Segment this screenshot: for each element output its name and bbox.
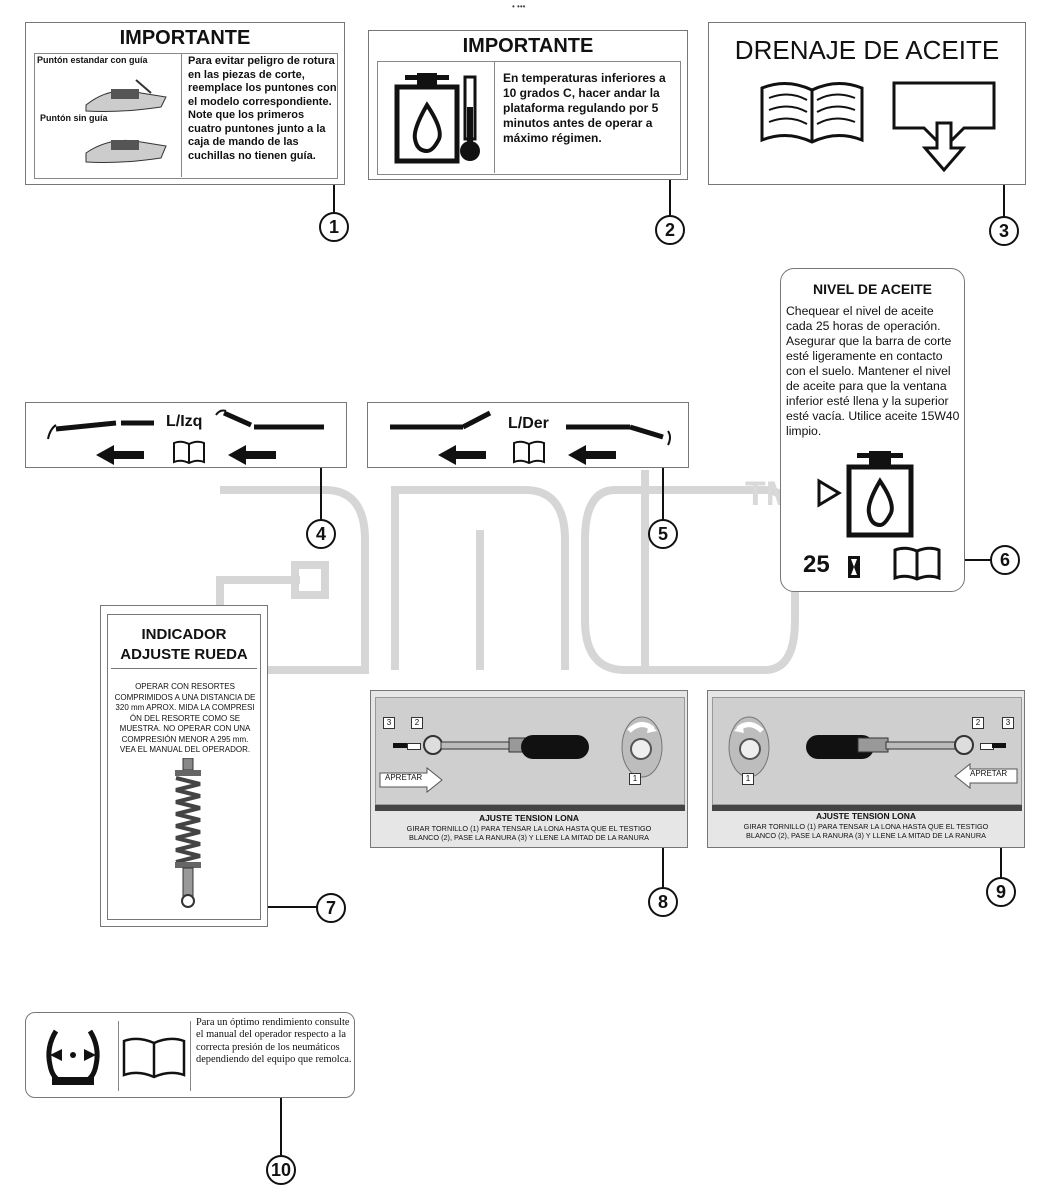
label-8-title: AJUSTE TENSION LONA [478,813,580,823]
leader-4 [320,468,322,520]
label-7-indicador-ajuste-rueda: INDICADOR ADJUSTE RUEDA OPERAR CON RESOR… [100,605,268,927]
label-8-ajuste-tension-lona: 3 2 1 APRETAR AJUSTE TENSION LONA GIRAR … [370,690,688,848]
label-8-marker-1: 1 [629,773,641,785]
manual-book-icon [122,1037,186,1079]
label-7-rule [111,668,257,669]
oil-level-tank-icon [817,451,914,538]
label-9-slot-indicator [992,743,1006,748]
label-8-text-line2: BLANCO (2), PASE LA RANURA (3) Y LLENE L… [409,833,649,842]
header-mark: • ••• [512,2,526,11]
leader-2 [669,180,671,216]
label-8-bar [375,805,685,811]
label-1-divider [181,53,182,177]
manual-book-icon [760,82,864,144]
label-1-text: Para evitar peligro de rotura en las pie… [188,55,337,162]
label-8-press: APRETAR [385,773,423,782]
callout-4: 4 [306,519,336,549]
callout-1: 1 [319,212,349,242]
label-9-ajuste-tension-lona: 1 2 3 APRETAR AJUSTE TENSION LONA GIRAR … [707,690,1025,848]
label-7-title-line1: INDICADOR [141,626,227,643]
label-8-marker-2: 2 [411,717,423,729]
label-7-title-line2: ADJUSTE RUEDA [120,646,248,663]
tire-pressure-icon [46,1029,100,1085]
label-9-marker-3: 3 [1002,717,1014,729]
callout-5: 5 [648,519,678,549]
leader-8 [662,848,664,888]
label-4-title: L/Izq [166,413,203,430]
label-2-title: IMPORTANTE [462,35,594,57]
callout-7: 7 [316,893,346,923]
left-reel-diagram [47,409,324,465]
callout-8: 8 [648,887,678,917]
manual-book-icon [893,546,941,581]
label-6-nivel-aceite: NIVEL DE ACEITE Chequear el nivel de ace… [780,268,965,592]
label-10-tire-pressure: Para un óptimo rendimiento consulte el m… [25,1012,355,1098]
label-3-drenaje-aceite: DRENAJE DE ACEITE [708,22,1026,185]
label-1-frame [34,53,338,179]
label-9-bar [712,805,1022,811]
label-1-caption-guide: Puntón estandar con guía [37,55,148,65]
leader-5 [662,468,664,520]
leader-10 [280,1098,282,1156]
label-1-importante-puntones: IMPORTANTE Puntón estandar con guía Punt… [25,22,345,185]
label-2-text: En temperaturas inferiores a 10 grados C… [503,71,666,145]
label-6-text: Chequear el nivel de aceite cada 25 hora… [786,304,960,438]
label-10-text: Para un óptimo rendimiento consulte el m… [196,1017,352,1066]
label-6-title: NIVEL DE ACEITE [812,281,933,297]
label-2-divider [494,61,495,173]
label-5-right-direction: L/Der [367,402,689,468]
label-9-text-line1: GIRAR TORNILLO (1) PARA TENSAR LA LONA H… [743,822,989,831]
watermark-logo [216,470,799,674]
press-arrow [379,767,443,793]
callout-6: 6 [990,545,1020,575]
label-9-press: APRETAR [970,769,1008,778]
label-8-white-indicator [407,743,421,750]
shock-spring-illustration [175,758,201,908]
drain-arrow-icon [892,81,996,173]
callout-2: 2 [655,215,685,245]
tension-rod-illustration [857,735,974,755]
label-10-divider-2 [190,1021,191,1091]
label-8-marker-3: 3 [383,717,395,729]
label-4-left-direction: L/Izq [25,402,347,468]
label-2-importante-temperature: IMPORTANTE En temperaturas inferiores a … [368,30,688,180]
label-8-text-line1: GIRAR TORNILLO (1) PARA TENSAR LA LONA H… [406,824,652,833]
label-1-caption-noguide: Puntón sin guía [40,113,108,123]
label-1-title: IMPORTANTE [119,27,251,49]
leader-7 [268,906,318,908]
label-9-marker-2: 2 [972,717,984,729]
label-2-frame [377,61,681,175]
callout-10: 10 [266,1155,296,1185]
label-8-slot [521,735,589,759]
label-7-text: OPERAR CON RESORTES COMPRIMIDOS A UNA DI… [114,682,256,754]
manual-book-icon [513,440,545,465]
label-9-text-line2: BLANCO (2), PASE LA RANURA (3) Y LLENE L… [746,831,986,840]
noguide-puntone-illustration [85,139,167,163]
leader-6 [965,559,991,561]
label-6-hours: 25 [803,551,830,578]
guide-puntone-illustration [85,79,167,112]
manual-book-icon [173,440,205,465]
callout-9: 9 [986,877,1016,907]
rotate-bolt-icon [621,716,663,778]
callout-3: 3 [989,216,1019,246]
right-reel-diagram [390,410,671,465]
leader-9 [1000,848,1002,878]
label-8-slot-indicator [393,743,407,748]
label-7-inner-frame [107,614,261,920]
press-arrow [954,763,1018,789]
label-5-title: L/Der [508,415,549,432]
label-9-marker-1: 1 [742,773,754,785]
rotate-bolt-icon [728,716,770,778]
label-10-divider-1 [118,1021,119,1091]
hourglass-icon [848,556,860,578]
label-3-title: DRENAJE DE ACEITE [734,35,1000,65]
label-9-title: AJUSTE TENSION LONA [815,811,917,821]
leader-1 [333,185,335,213]
leader-3 [1003,185,1005,217]
oil-tank-thermometer-icon [394,73,480,164]
